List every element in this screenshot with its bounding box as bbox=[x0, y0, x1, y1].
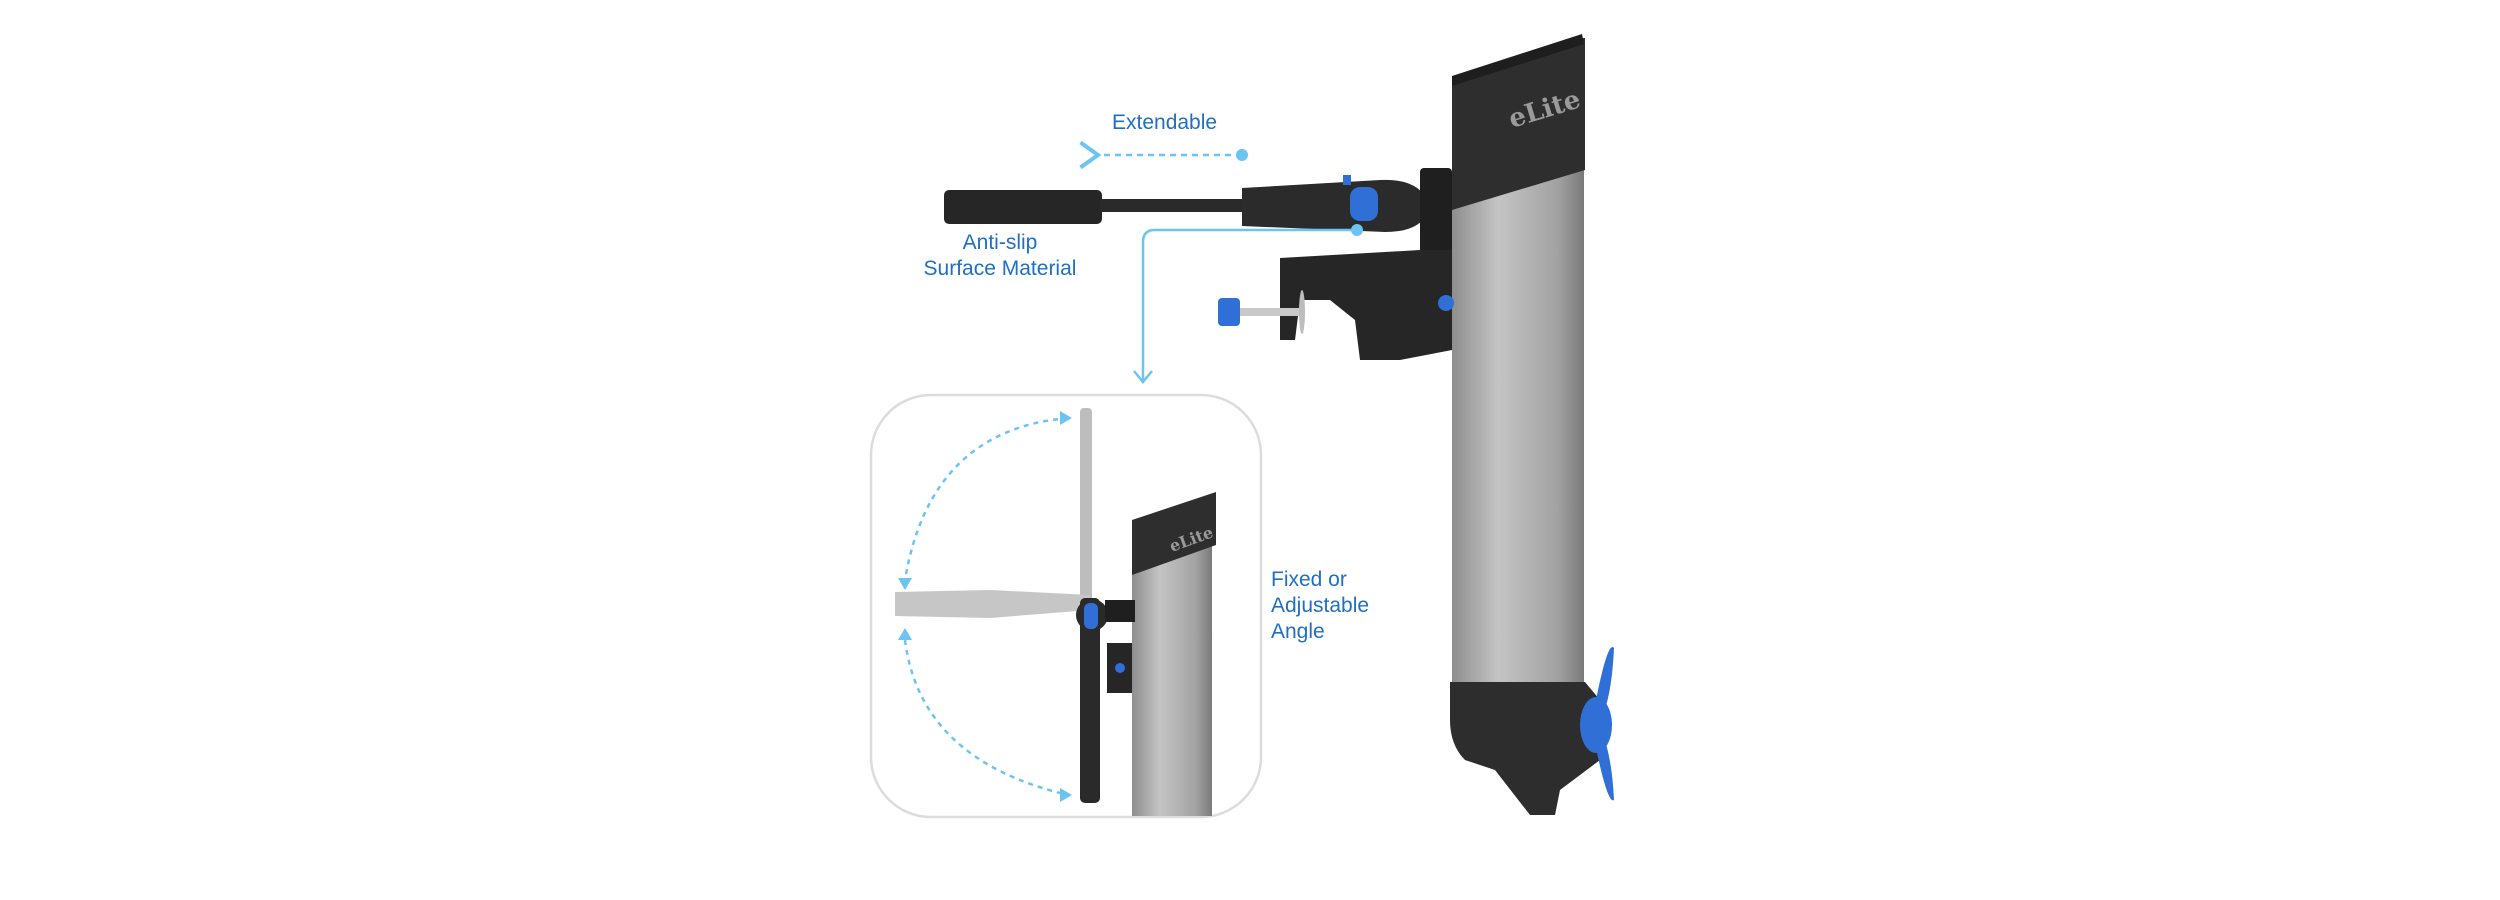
angle-label-line2: Adjustable bbox=[1271, 594, 1370, 617]
tilt-knob bbox=[1350, 187, 1378, 221]
extendable-arrow bbox=[1079, 140, 1248, 170]
angle-connector-arrow bbox=[1133, 224, 1363, 384]
angle-label-line3: Angle bbox=[1271, 620, 1325, 643]
lower-unit bbox=[1450, 647, 1614, 815]
propeller-blade bbox=[1596, 738, 1614, 801]
clamp-screw-knob bbox=[1218, 298, 1240, 326]
propeller-blade bbox=[1596, 647, 1614, 712]
anti-slip-label-line2: Surface Material bbox=[923, 257, 1077, 280]
angle-label-line1: Fixed or bbox=[1271, 568, 1347, 591]
extendable-label: Extendable bbox=[1112, 111, 1218, 134]
anti-slip-label-line1: Anti-slip bbox=[962, 231, 1038, 254]
angle-inset: eLite bbox=[869, 393, 1263, 819]
motor-tube: eLite bbox=[1452, 34, 1585, 700]
transom-clamp bbox=[1218, 250, 1454, 360]
tiller-handle bbox=[944, 168, 1452, 258]
